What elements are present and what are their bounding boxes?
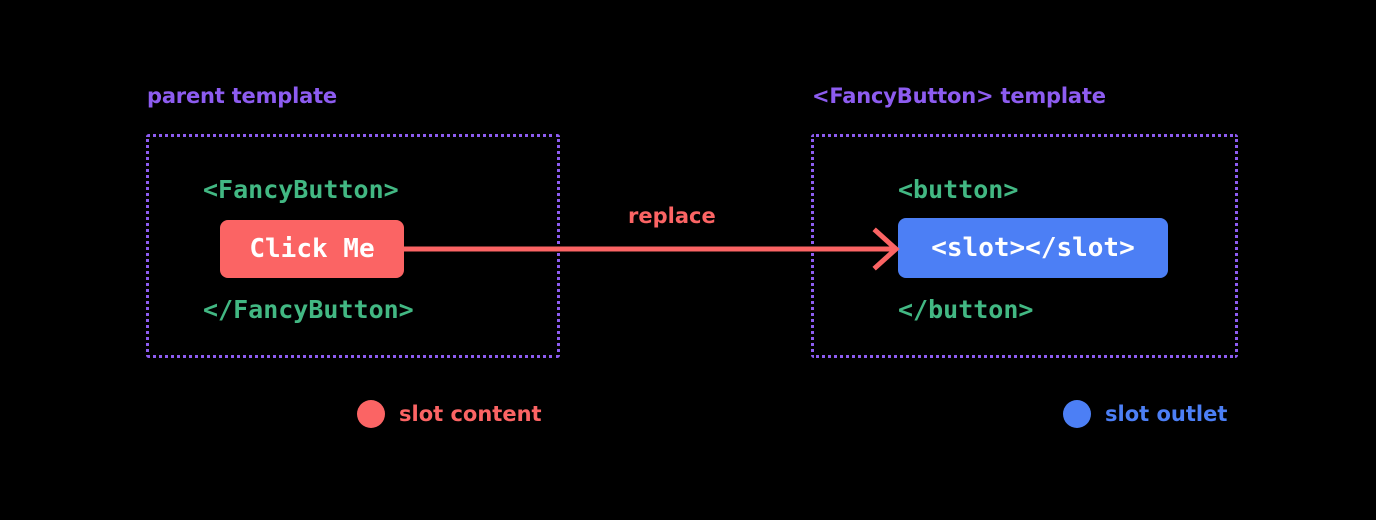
code-close-button: </button> <box>898 295 1034 324</box>
replace-arrow-icon <box>400 227 900 271</box>
legend-label-slot-content: slot content <box>399 402 542 426</box>
slot-content-chip: Click Me <box>220 220 404 278</box>
replace-arrow-label: replace <box>628 204 716 228</box>
parent-template-label: parent template <box>147 84 337 108</box>
parent-template-box <box>146 134 560 358</box>
slot-outlet-chip: <slot></slot> <box>898 218 1168 278</box>
fancybutton-template-label: <FancyButton> template <box>812 84 1106 108</box>
legend-item-slot-outlet: slot outlet <box>1063 400 1227 428</box>
code-open-fancybutton: <FancyButton> <box>203 175 399 204</box>
slot-outlet-dot-icon <box>1063 400 1091 428</box>
legend-label-slot-outlet: slot outlet <box>1105 402 1228 426</box>
fancybutton-template-box <box>811 134 1238 358</box>
code-open-button: <button> <box>898 175 1019 204</box>
legend-item-slot-content: slot content <box>357 400 542 428</box>
slot-content-dot-icon <box>357 400 385 428</box>
code-close-fancybutton: </FancyButton> <box>203 295 414 324</box>
